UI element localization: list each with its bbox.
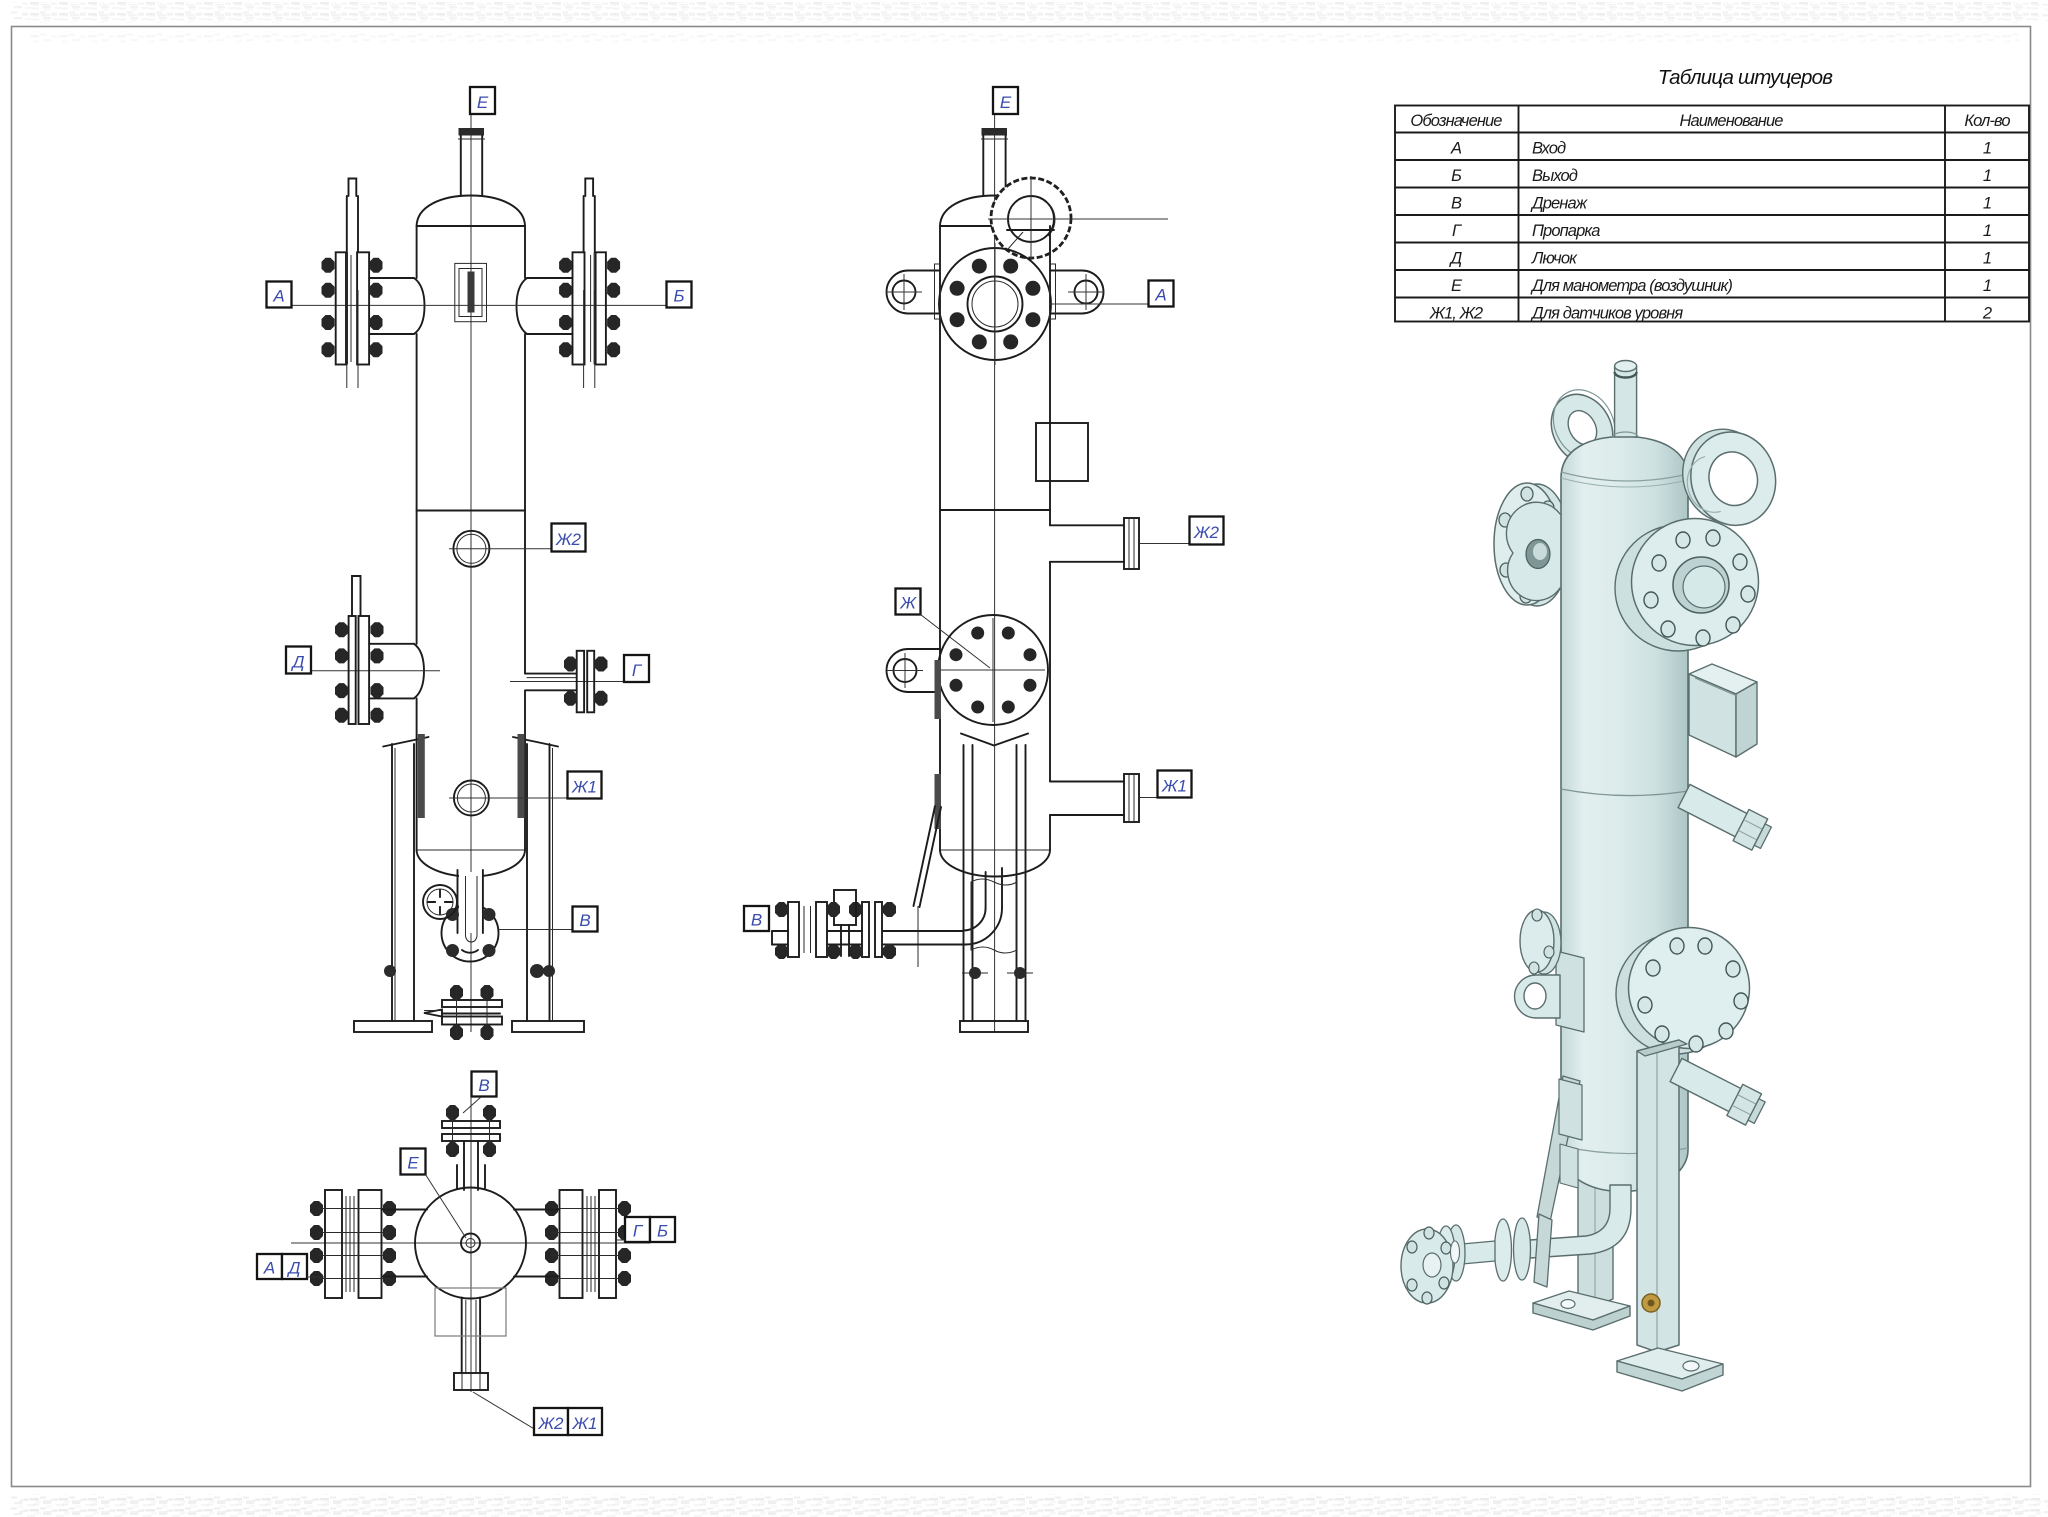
svg-text:Ж1, Ж2: Ж1, Ж2 [1429,305,1483,323]
svg-text:Б: Б [1451,167,1462,185]
svg-text:Для датчиков уровня: Для датчиков уровня [1530,305,1683,323]
svg-text:Ж1: Ж1 [571,1414,597,1433]
svg-text:В: В [478,1076,489,1095]
svg-text:Е: Е [477,93,489,112]
svg-text:А: А [1450,140,1462,158]
svg-text:Б: Б [673,287,684,306]
svg-text:1: 1 [1983,277,1991,295]
svg-text:Ж2: Ж2 [537,1414,564,1433]
svg-text:В: В [579,911,590,930]
svg-text:Г: Г [632,661,643,680]
svg-text:Выход: Выход [1532,167,1578,185]
svg-text:1: 1 [1983,222,1991,240]
svg-text:В: В [751,911,762,930]
svg-text:Г: Г [1452,222,1462,240]
svg-text:А: А [272,287,284,306]
svg-text:Лючок: Лючок [1531,250,1578,268]
svg-text:1: 1 [1983,195,1991,213]
svg-text:Д: Д [291,653,305,672]
svg-text:Обозначение: Обозначение [1410,112,1502,130]
svg-text:Вход: Вход [1532,140,1566,158]
svg-text:Ж1: Ж1 [1161,777,1187,796]
svg-text:В: В [1451,195,1462,213]
svg-text:Таблица штуцеров: Таблица штуцеров [1658,66,1833,89]
svg-text:Ж2: Ж2 [555,530,582,549]
svg-text:Кол-во: Кол-во [1964,112,2010,130]
svg-text:Пропарка: Пропарка [1532,222,1600,240]
svg-text:Г: Г [633,1222,644,1241]
svg-text:Е: Е [1000,93,1012,112]
svg-text:Ж: Ж [899,594,917,613]
svg-text:1: 1 [1983,250,1991,268]
svg-text:А: А [263,1259,275,1278]
svg-text:1: 1 [1983,167,1991,185]
svg-text:Дренаж: Дренаж [1530,195,1588,213]
svg-text:Наименование: Наименование [1679,112,1783,130]
svg-text:1: 1 [1983,140,1991,158]
svg-text:Е: Е [1451,277,1463,295]
svg-text:Б: Б [657,1222,668,1241]
svg-text:Для манометра (воздушник): Для манометра (воздушник) [1530,277,1732,295]
svg-text:А: А [1154,286,1166,305]
svg-text:Ж2: Ж2 [1193,523,1220,542]
svg-text:Е: Е [407,1154,419,1173]
svg-text:Д: Д [287,1259,301,1278]
svg-text:Ж1: Ж1 [571,778,597,797]
svg-text:Д: Д [1449,250,1463,268]
svg-text:2: 2 [1982,305,1992,323]
